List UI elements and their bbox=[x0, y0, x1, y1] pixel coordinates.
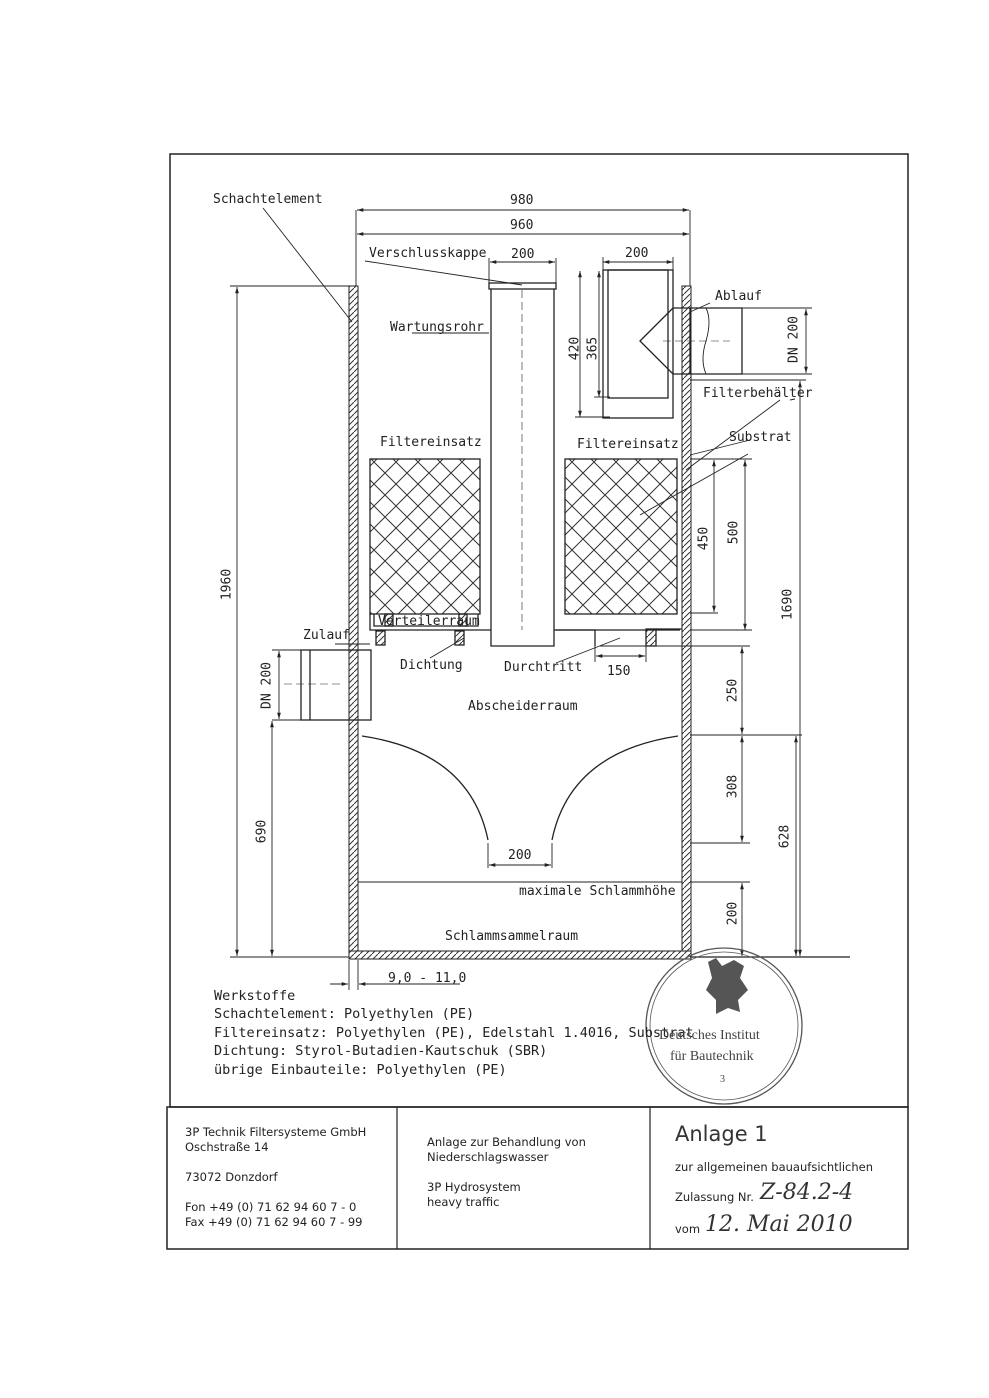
dim-150: 150 bbox=[607, 664, 631, 679]
titleblock-frame bbox=[166, 1106, 909, 1250]
label-ablauf: Ablauf bbox=[715, 289, 762, 304]
label-dichtung: Dichtung bbox=[400, 658, 463, 673]
label-abscheiderraum: Abscheiderraum bbox=[468, 699, 578, 714]
seal-line1: Deutsches Institut bbox=[659, 1028, 760, 1043]
label-schlammsammelraum: Schlammsammelraum bbox=[445, 929, 579, 944]
filter-insert-left bbox=[369, 458, 481, 615]
approval-zulassung-label: Zulassung Nr. bbox=[675, 1190, 754, 1204]
company-name: 3P Technik Filtersysteme GmbH bbox=[185, 1125, 367, 1139]
dibt-seal bbox=[645, 947, 803, 1105]
dim-450: 450 bbox=[696, 526, 712, 551]
inlet-pipe bbox=[284, 649, 372, 721]
dim-dn200-in: DN 200 bbox=[259, 662, 275, 709]
drawing-frame bbox=[169, 153, 909, 1108]
materials-line: Schachtelement: Polyethylen (PE) bbox=[214, 1006, 475, 1022]
label-schachtelement: Schachtelement bbox=[213, 192, 323, 207]
approval-zulassung-value: Z-84.2-4 bbox=[760, 1180, 854, 1205]
materials-line: Filtereinsatz: Polyethylen (PE), Edelsta… bbox=[214, 1025, 694, 1041]
dim-250: 250 bbox=[725, 678, 741, 703]
dim-980: 980 bbox=[510, 193, 534, 208]
dim-500: 500 bbox=[726, 520, 742, 545]
label-max-schlammhoehe: maximale Schlammhöhe bbox=[519, 884, 676, 899]
seal-line2: für Bautechnik bbox=[670, 1049, 754, 1064]
outlet-pipe bbox=[602, 269, 743, 419]
company-fax: Fax +49 (0) 71 62 94 60 7 - 99 bbox=[185, 1215, 363, 1229]
description-line3: 3P Hydrosystem bbox=[427, 1180, 521, 1194]
description-line2: Niederschlagswasser bbox=[427, 1150, 549, 1164]
dimension-lines bbox=[230, 208, 812, 990]
leader-lines bbox=[262, 207, 796, 664]
bear-emblem bbox=[706, 958, 748, 1014]
shaft-bottom bbox=[348, 950, 692, 960]
dim-1690: 1690 bbox=[780, 588, 796, 621]
shaft-wall-right bbox=[681, 285, 692, 952]
label-verteilerraum: Verteilerraum bbox=[378, 614, 480, 629]
filter-insert-right bbox=[564, 458, 678, 615]
label-filterbehaelter: Filterbehälter bbox=[703, 386, 813, 401]
dim-628: 628 bbox=[777, 824, 793, 849]
description-line4: heavy traffic bbox=[427, 1195, 500, 1209]
label-durchtritt: Durchtritt bbox=[504, 660, 583, 675]
materials-line: übrige Einbauteile: Polyethylen (PE) bbox=[214, 1062, 507, 1078]
approval-zur: zur allgemeinen bauaufsichtlichen bbox=[675, 1160, 873, 1174]
dim-wall-thickness: 9,0 - 11,0 bbox=[388, 971, 467, 986]
anlage-title: Anlage 1 bbox=[675, 1122, 768, 1146]
dim-200-outlet: 200 bbox=[625, 246, 649, 261]
dim-1960: 1960 bbox=[219, 568, 235, 601]
company-street: Oschstraße 14 bbox=[185, 1140, 269, 1154]
dim-dn200-out: DN 200 bbox=[786, 316, 802, 363]
dim-200-bottom: 200 bbox=[725, 901, 741, 926]
materials-heading: Werkstoffe bbox=[214, 988, 296, 1004]
company-fon: Fon +49 (0) 71 62 94 60 7 - 0 bbox=[185, 1200, 357, 1214]
label-wartungsrohr: Wartungsrohr bbox=[390, 320, 484, 335]
dim-308: 308 bbox=[725, 774, 741, 799]
dim-200-cap: 200 bbox=[511, 247, 535, 262]
dim-365: 365 bbox=[585, 336, 601, 361]
label-zulauf: Zulauf bbox=[303, 628, 350, 643]
shaft-wall-left bbox=[348, 285, 359, 952]
label-filtereinsatz-left: Filtereinsatz bbox=[380, 435, 482, 450]
company-city: 73072 Donzdorf bbox=[185, 1170, 278, 1184]
label-verschlusskappe: Verschlusskappe bbox=[369, 246, 487, 261]
dim-690: 690 bbox=[254, 819, 270, 844]
dim-200-cone: 200 bbox=[508, 848, 532, 863]
maintenance-pipe bbox=[488, 282, 557, 630]
approval-vom-value: 12. Mai 2010 bbox=[705, 1212, 853, 1237]
label-filtereinsatz-right: Filtereinsatz bbox=[577, 437, 679, 452]
seal-number: 3 bbox=[720, 1074, 725, 1085]
dim-420: 420 bbox=[567, 336, 583, 361]
separator-cone bbox=[361, 735, 679, 841]
label-substrat: Substrat bbox=[729, 430, 792, 445]
description-line1: Anlage zur Behandlung von bbox=[427, 1135, 586, 1149]
materials-line: Dichtung: Styrol-Butadien-Kautschuk (SBR… bbox=[214, 1043, 548, 1059]
approval-vom-label: vom bbox=[675, 1222, 701, 1236]
dim-960: 960 bbox=[510, 218, 534, 233]
